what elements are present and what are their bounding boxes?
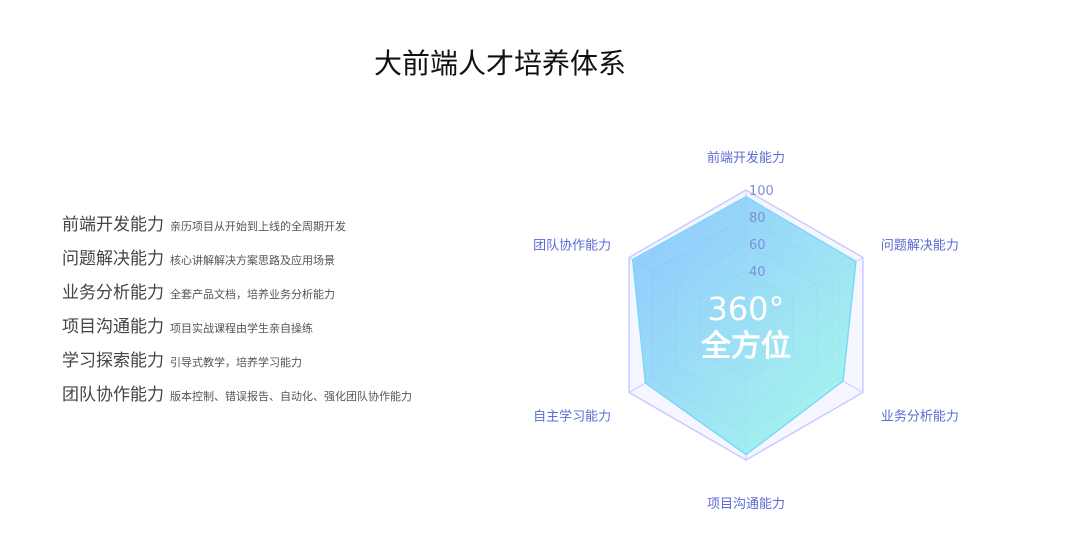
- axis-label: 前端开发能力: [707, 150, 785, 166]
- axis-label: 问题解决能力: [881, 239, 959, 254]
- ability-desc: 项目实战课程由学生亲自操练: [170, 322, 313, 335]
- axis-label: 团队协作能力: [533, 239, 611, 254]
- ring-label: 100: [749, 184, 774, 199]
- ability-list: 前端开发能力亲历项目从开始到上线的全周期开发 问题解决能力核心讲解解决方案思路及…: [62, 210, 412, 414]
- ability-name: 业务分析能力: [62, 283, 164, 303]
- ability-desc: 引导式教学，培养学习能力: [170, 356, 302, 369]
- page-title: 大前端人才培养体系: [373, 47, 626, 80]
- ring-label: 60: [749, 238, 766, 253]
- axis-label: 自主学习能力: [533, 409, 611, 425]
- ring-label: 40: [749, 265, 766, 280]
- list-item: 学习探索能力引导式教学，培养学习能力: [62, 346, 412, 380]
- list-item: 问题解决能力核心讲解解决方案思路及应用场景: [62, 244, 412, 278]
- ability-name: 学习探索能力: [62, 351, 164, 371]
- ability-name: 团队协作能力: [62, 385, 164, 405]
- radar-series-area: [631, 195, 857, 456]
- list-item: 前端开发能力亲历项目从开始到上线的全周期开发: [62, 210, 412, 244]
- list-item: 业务分析能力全套产品文档，培养业务分析能力: [62, 278, 412, 312]
- ability-name: 项目沟通能力: [62, 317, 164, 337]
- ability-name: 问题解决能力: [62, 249, 164, 269]
- list-item: 团队协作能力版本控制、错误报告、自动化、强化团队协作能力: [62, 380, 412, 414]
- axis-label: 项目沟通能力: [707, 497, 785, 512]
- list-item: 项目沟通能力项目实战课程由学生亲自操练: [62, 312, 412, 346]
- ring-label: 80: [749, 211, 766, 226]
- center-text-all-around: 全方位: [700, 329, 791, 364]
- ability-desc: 核心讲解解决方案思路及应用场景: [170, 254, 335, 267]
- ability-desc: 全套产品文档，培养业务分析能力: [170, 288, 335, 301]
- ability-desc: 亲历项目从开始到上线的全周期开发: [170, 220, 346, 233]
- center-text-360: 360°: [707, 290, 784, 328]
- ability-desc: 版本控制、错误报告、自动化、强化团队协作能力: [170, 390, 412, 403]
- ability-name: 前端开发能力: [62, 215, 164, 235]
- axis-label: 业务分析能力: [881, 409, 959, 425]
